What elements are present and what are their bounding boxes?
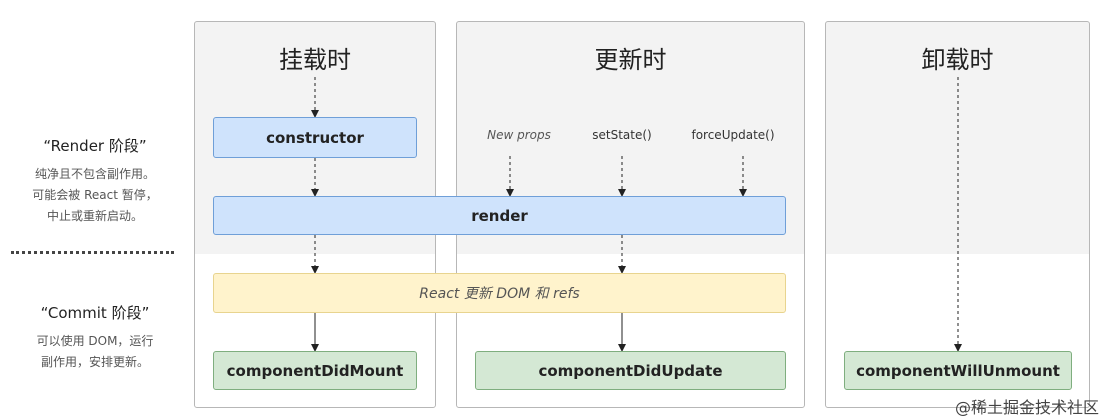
watermark: @稀土掘金技术社区: [954, 398, 1099, 417]
phase-divider: [11, 251, 174, 254]
commit-phase-title: “Commit 阶段”: [40, 304, 150, 322]
render-box: render: [213, 196, 786, 235]
component-will-unmount-box: componentWillUnmount: [844, 351, 1072, 390]
commit-phase-desc-line: 副作用，安排更新。: [40, 355, 149, 369]
mount-column-title: 挂载时: [279, 46, 351, 74]
component-did-update-box: componentDidUpdate: [475, 351, 786, 390]
component-did-mount-box: componentDidMount: [213, 351, 417, 390]
render-phase-title: “Render 阶段”: [43, 137, 147, 155]
render-phase-desc-line: 中止或重新启动。: [46, 209, 143, 223]
render-phase-desc-line: 可能会被 React 暂停，: [32, 188, 158, 202]
new-props-label: New props: [487, 128, 551, 142]
unmount-column-title: 卸载时: [921, 46, 994, 74]
render-phase-desc-line: 纯净且不包含副作用。: [34, 167, 155, 181]
force-update-label: forceUpdate(): [691, 128, 775, 142]
render-phase-label: “Render 阶段” 纯净且不包含副作用。 可能会被 React 暂停， 中止…: [0, 135, 190, 227]
render-phase-desc: 纯净且不包含副作用。 可能会被 React 暂停， 中止或重新启动。: [0, 164, 190, 227]
react-update-dom-box: React 更新 DOM 和 refs: [213, 273, 786, 313]
commit-phase-desc: 可以使用 DOM，运行 副作用，安排更新。: [0, 331, 190, 373]
set-state-label: setState(): [592, 128, 652, 142]
commit-phase-desc-line: 可以使用 DOM，运行: [36, 334, 154, 348]
constructor-box: constructor: [213, 117, 417, 158]
update-column-title: 更新时: [594, 46, 667, 74]
commit-phase-label: “Commit 阶段” 可以使用 DOM，运行 副作用，安排更新。: [0, 302, 190, 373]
